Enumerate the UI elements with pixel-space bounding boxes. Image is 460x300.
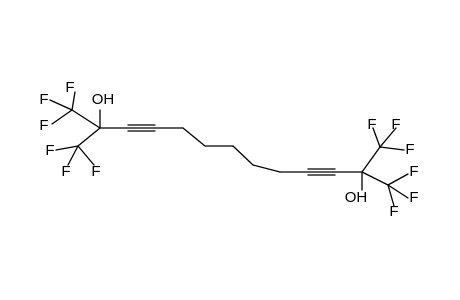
bond-c-cf3c bbox=[361, 146, 381, 173]
atom-f-9: F bbox=[405, 141, 414, 158]
bond-cf3b-f4 bbox=[55, 145, 79, 151]
atom-f-10: F bbox=[409, 163, 418, 180]
bond-f3-cf3a bbox=[51, 109, 73, 125]
bond-cf3d-f10 bbox=[387, 173, 409, 186]
bond-c2-cf3b bbox=[77, 127, 101, 147]
atom-f-8: F bbox=[391, 116, 400, 133]
bond-chain-5 bbox=[252, 164, 281, 173]
atom-f-3: F bbox=[39, 117, 48, 134]
methylene-chain bbox=[154, 127, 281, 173]
atom-f-6: F bbox=[91, 163, 100, 180]
atom-oh-2: OH bbox=[345, 189, 368, 206]
bond-c-cf3d bbox=[361, 171, 389, 186]
right-alkyne bbox=[279, 168, 363, 176]
bond-chain-2 bbox=[182, 127, 206, 147]
bond-chain-4 bbox=[232, 145, 254, 166]
left-cf3-groups bbox=[49, 91, 101, 166]
bond-f2-cf3a bbox=[49, 99, 73, 111]
bond-cf3d-f12 bbox=[387, 184, 395, 207]
bond-cf3c-f8 bbox=[379, 127, 397, 148]
bond-cf3b-f6 bbox=[77, 145, 95, 166]
atom-oh-1: OH bbox=[92, 91, 115, 108]
atom-f-7: F bbox=[367, 116, 376, 133]
bond-f1-cf3a bbox=[71, 91, 76, 111]
bond-cf3b-f5 bbox=[67, 145, 79, 166]
atom-f-12: F bbox=[389, 203, 398, 220]
bond-cf3c-f7 bbox=[372, 127, 381, 148]
bond-cf3c-f9 bbox=[379, 146, 405, 151]
atom-f-1: F bbox=[65, 79, 74, 96]
atom-f-2: F bbox=[39, 91, 48, 108]
bond-cf3a-c2 bbox=[71, 109, 101, 129]
left-alkyne bbox=[99, 124, 156, 132]
atom-f-11: F bbox=[409, 189, 418, 206]
bond-cf3d-f11 bbox=[387, 184, 409, 199]
right-cf3-groups bbox=[361, 127, 409, 207]
atom-f-5: F bbox=[61, 163, 70, 180]
atom-f-4: F bbox=[45, 142, 54, 159]
